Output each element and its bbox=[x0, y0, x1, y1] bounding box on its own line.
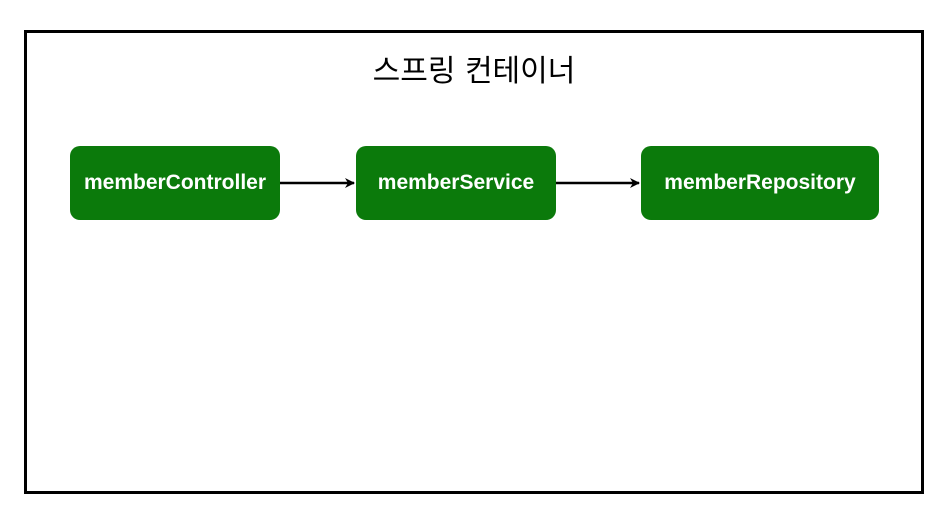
spring-container-box bbox=[24, 30, 924, 494]
node-member-controller: memberController bbox=[70, 146, 280, 220]
container-title: 스프링 컨테이너 bbox=[372, 54, 576, 89]
node-member-repository: memberRepository bbox=[641, 146, 879, 220]
node-member-service: memberService bbox=[356, 146, 556, 220]
